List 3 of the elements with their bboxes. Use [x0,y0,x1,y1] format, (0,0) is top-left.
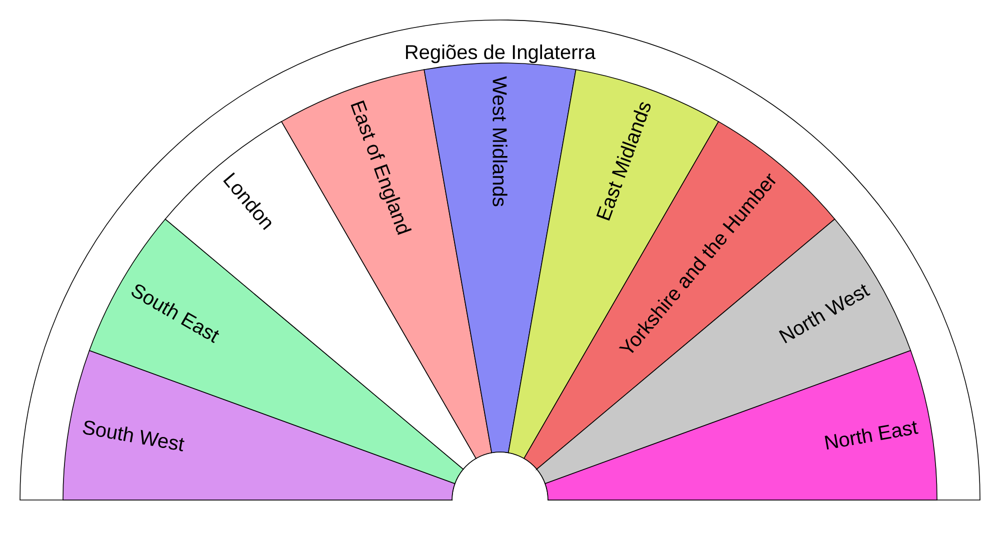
title: Regiões de Inglaterra [406,44,596,64]
sector: South West [62,350,456,500]
sector: West Midlands [424,62,576,454]
